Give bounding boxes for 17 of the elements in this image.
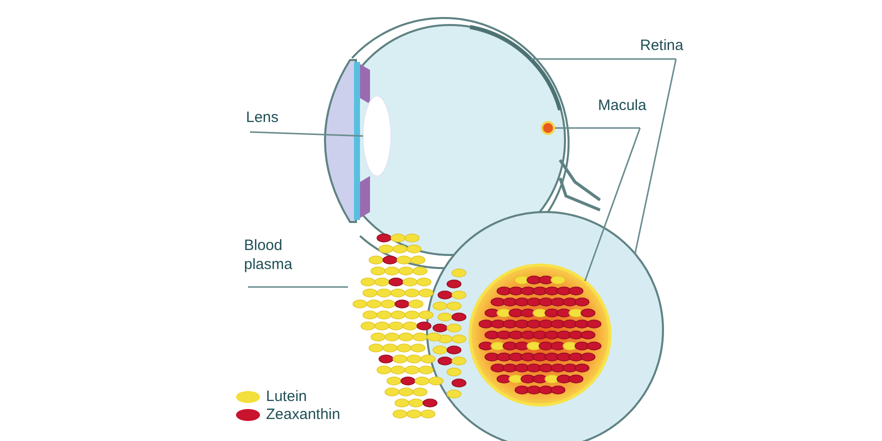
part-label: Retina: [640, 36, 720, 55]
leader-line: [250, 131, 364, 137]
macula-spot: [541, 121, 555, 135]
part-label: Lens: [246, 108, 326, 127]
part-label: Blood plasma: [244, 236, 314, 274]
lens: [362, 96, 392, 176]
part-label: Macula: [598, 96, 678, 115]
legend-label: Zeaxanthin: [266, 405, 340, 424]
leader-line: [584, 128, 641, 282]
leader-line: [248, 286, 348, 288]
leader-line: [531, 58, 676, 60]
legend-label: Lutein: [266, 387, 307, 406]
leader-line: [555, 127, 640, 129]
magnified-macula: [468, 264, 612, 406]
leader-line: [634, 58, 677, 254]
retina-layer: [470, 25, 562, 111]
particle-cluster: [352, 234, 444, 418]
